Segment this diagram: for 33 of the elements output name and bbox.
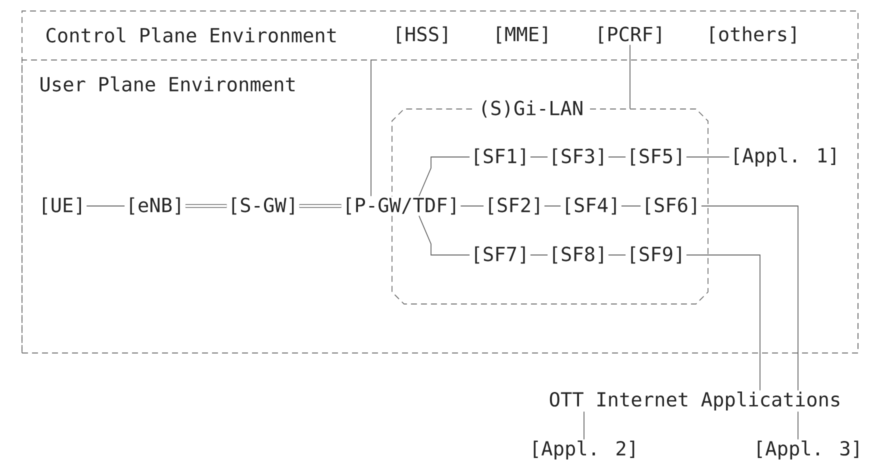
control-element-label: [HSS] xyxy=(392,25,452,45)
element-label: [S-GW] xyxy=(226,196,300,216)
connector-line xyxy=(185,204,227,208)
application-label: [Appl. 2] xyxy=(528,440,640,460)
connector-line xyxy=(370,59,372,197)
connector-line xyxy=(418,156,470,197)
element-label: [UE] xyxy=(38,196,86,216)
element-label: [SF2] xyxy=(484,196,544,216)
element-label: [SF3] xyxy=(548,147,608,167)
element-label: [Appl. 1] xyxy=(729,146,841,168)
connector-line xyxy=(701,206,798,391)
element-label: [SF9] xyxy=(626,245,686,265)
connector-line xyxy=(686,156,730,158)
element-label: [P-GW/TDF] xyxy=(342,196,460,216)
control-element-label: [MME] xyxy=(492,25,552,45)
connector-line xyxy=(530,254,548,256)
element-label: [eNB] xyxy=(124,196,186,216)
element-label: [SF6] xyxy=(640,196,702,216)
element-label: [SF1] xyxy=(470,147,530,167)
connector-line xyxy=(608,156,626,158)
element-label: [SF5] xyxy=(626,147,686,167)
control-element-label: [PCRF] xyxy=(594,25,666,45)
element-label: [SF7] xyxy=(470,245,530,265)
element-label: [SF8] xyxy=(548,245,608,265)
connector-line xyxy=(608,254,626,256)
connector-line xyxy=(530,156,548,158)
control-element-label: [others] xyxy=(705,25,801,45)
connector-line xyxy=(418,215,470,256)
application-label: [Appl. 3] xyxy=(752,440,864,460)
text-label: OTT Internet Applications xyxy=(548,390,842,412)
connector-line xyxy=(299,204,342,208)
element-label: [SF4] xyxy=(560,196,622,216)
connector-line xyxy=(686,254,760,391)
